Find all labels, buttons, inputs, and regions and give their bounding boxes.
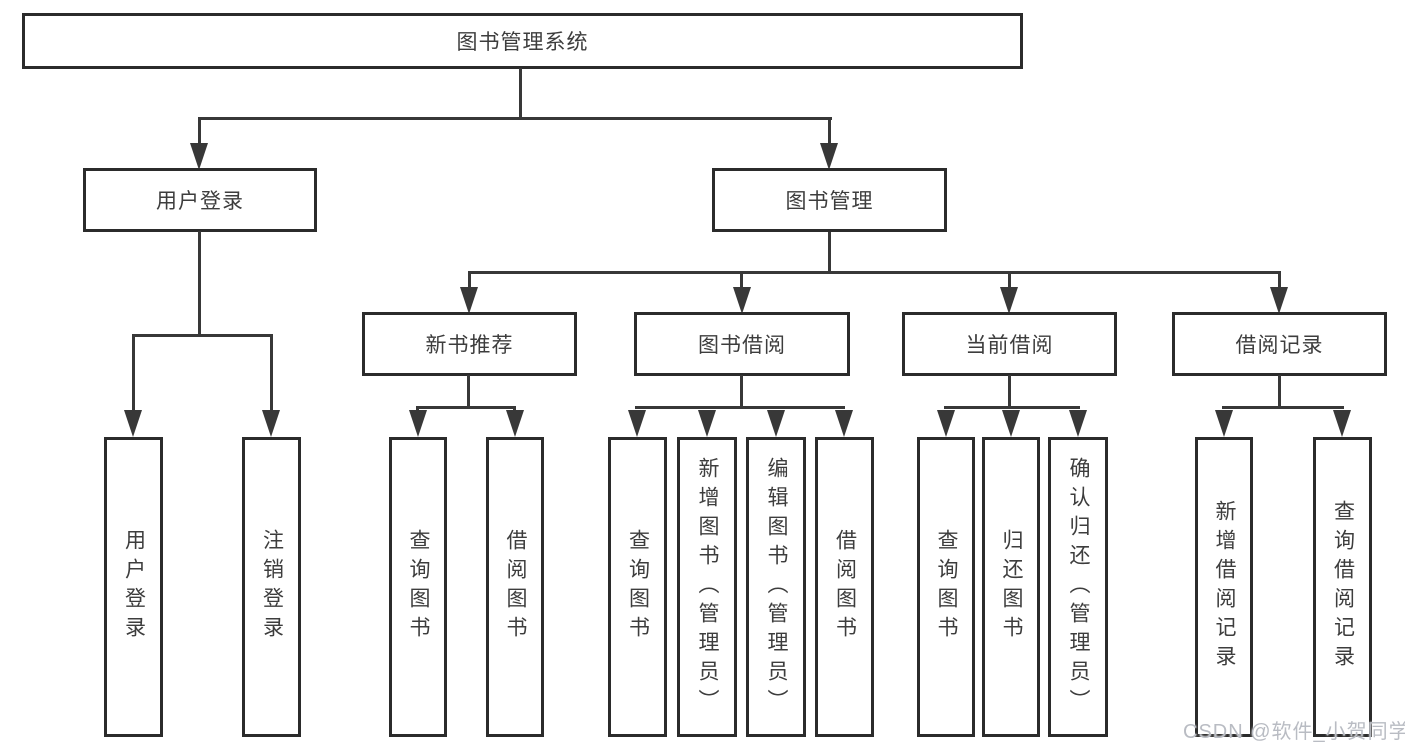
connector-book-mgmt-rail: [468, 271, 1281, 274]
connector-drop-book-borrow: [740, 271, 743, 289]
leaf-query-borrow-record: 查询借阅记录: [1313, 437, 1372, 737]
arrow-new-book-leaf-2: [506, 410, 524, 437]
arrow-current-borrow-leaf-3: [1069, 410, 1087, 437]
connector-drop-current-borrow: [1008, 271, 1011, 289]
leaf-borrow-books-recommend: 借阅图书: [486, 437, 544, 737]
leaf-logout-label: 注销登录: [260, 529, 284, 645]
node-user-login-label: 用户登录: [156, 190, 244, 213]
arrow-book-borrow-leaf-1: [628, 410, 646, 437]
leaf-add-books-admin-label: 新增图书（管理员）: [696, 456, 719, 718]
leaf-borrow-books: 借阅图书: [815, 437, 874, 737]
leaf-user-login-label: 用户登录: [122, 529, 146, 645]
leaf-add-books-admin: 新增图书（管理员）: [677, 437, 737, 737]
arrow-to-user-login: [190, 143, 208, 170]
leaf-query-books-borrow-label: 查询图书: [626, 529, 650, 645]
node-borrow-record: 借阅记录: [1172, 312, 1387, 376]
node-new-book-recommend: 新书推荐: [362, 312, 577, 376]
node-root: 图书管理系统: [22, 13, 1023, 69]
connector-borrow-record-rail: [1222, 406, 1344, 409]
connector-new-book-rail: [416, 406, 516, 409]
arrow-current-borrow-leaf-2: [1002, 410, 1020, 437]
arrow-to-logout-leaf: [262, 410, 280, 437]
arrow-to-book-borrow: [733, 287, 751, 314]
arrow-to-book-management: [820, 143, 838, 170]
leaf-query-books-borrow: 查询图书: [608, 437, 667, 737]
arrow-to-borrow-record: [1270, 287, 1288, 314]
connector-drop-new-book: [468, 271, 471, 289]
arrow-to-login-leaf: [124, 410, 142, 437]
connector-root-drop-left: [198, 117, 201, 145]
leaf-query-books-current: 查询图书: [917, 437, 975, 737]
leaf-confirm-return-admin: 确认归还（管理员）: [1048, 437, 1108, 737]
leaf-add-borrow-record: 新增借阅记录: [1195, 437, 1253, 737]
leaf-logout: 注销登录: [242, 437, 301, 737]
leaf-edit-books-admin-label: 编辑图书（管理员）: [765, 456, 788, 718]
connector-current-borrow-stem: [1008, 375, 1011, 409]
node-book-management: 图书管理: [712, 168, 947, 232]
connector-book-mgmt-stem: [828, 232, 831, 274]
arrow-book-borrow-leaf-4: [835, 410, 853, 437]
arrow-new-book-leaf-1: [409, 410, 427, 437]
node-new-book-recommend-label: 新书推荐: [425, 334, 514, 357]
leaf-borrow-books-recommend-label: 借阅图书: [504, 529, 527, 645]
node-book-borrow-label: 图书借阅: [698, 334, 786, 357]
connector-borrow-record-stem: [1278, 375, 1281, 409]
node-user-login: 用户登录: [83, 168, 317, 232]
arrow-book-borrow-leaf-3: [767, 410, 785, 437]
arrow-borrow-record-leaf-2: [1333, 410, 1351, 437]
connector-book-borrow-stem: [740, 375, 743, 409]
connector-root-drop-right: [828, 117, 831, 145]
connector-user-login-drop-2: [270, 334, 273, 412]
leaf-return-books-label: 归还图书: [1000, 529, 1023, 645]
leaf-borrow-books-label: 借阅图书: [833, 529, 857, 645]
node-current-borrow-label: 当前借阅: [965, 334, 1054, 357]
arrow-borrow-record-leaf-1: [1215, 410, 1233, 437]
leaf-query-books-current-label: 查询图书: [935, 529, 958, 645]
node-root-label: 图书管理系统: [456, 31, 589, 54]
connector-drop-borrow-record: [1278, 271, 1281, 289]
leaf-add-borrow-record-label: 新增借阅记录: [1213, 500, 1236, 674]
connector-user-login-rail: [132, 334, 272, 337]
connector-root-stem: [519, 68, 522, 120]
arrow-current-borrow-leaf-1: [937, 410, 955, 437]
arrow-to-new-book: [460, 287, 478, 314]
watermark-text: CSDN @软件_小贺同学: [1183, 721, 1405, 743]
connector-book-borrow-rail: [635, 406, 845, 409]
connector-user-login-drop-1: [132, 334, 135, 412]
leaf-confirm-return-admin-label: 确认归还（管理员）: [1067, 456, 1090, 718]
leaf-query-books-recommend-label: 查询图书: [407, 529, 430, 645]
node-book-management-label: 图书管理: [785, 190, 874, 213]
leaf-edit-books-admin: 编辑图书（管理员）: [746, 437, 806, 737]
leaf-return-books: 归还图书: [982, 437, 1040, 737]
leaf-user-login: 用户登录: [104, 437, 163, 737]
connector-root-rail: [198, 117, 832, 120]
arrow-book-borrow-leaf-2: [698, 410, 716, 437]
node-borrow-record-label: 借阅记录: [1235, 334, 1324, 357]
connector-current-borrow-rail: [944, 406, 1080, 409]
node-current-borrow: 当前借阅: [902, 312, 1117, 376]
connector-new-book-stem: [467, 375, 470, 409]
node-book-borrow: 图书借阅: [634, 312, 850, 376]
leaf-query-borrow-record-label: 查询借阅记录: [1331, 500, 1355, 674]
arrow-to-current-borrow: [1000, 287, 1018, 314]
connector-user-login-stem: [198, 231, 201, 337]
leaf-query-books-recommend: 查询图书: [389, 437, 447, 737]
